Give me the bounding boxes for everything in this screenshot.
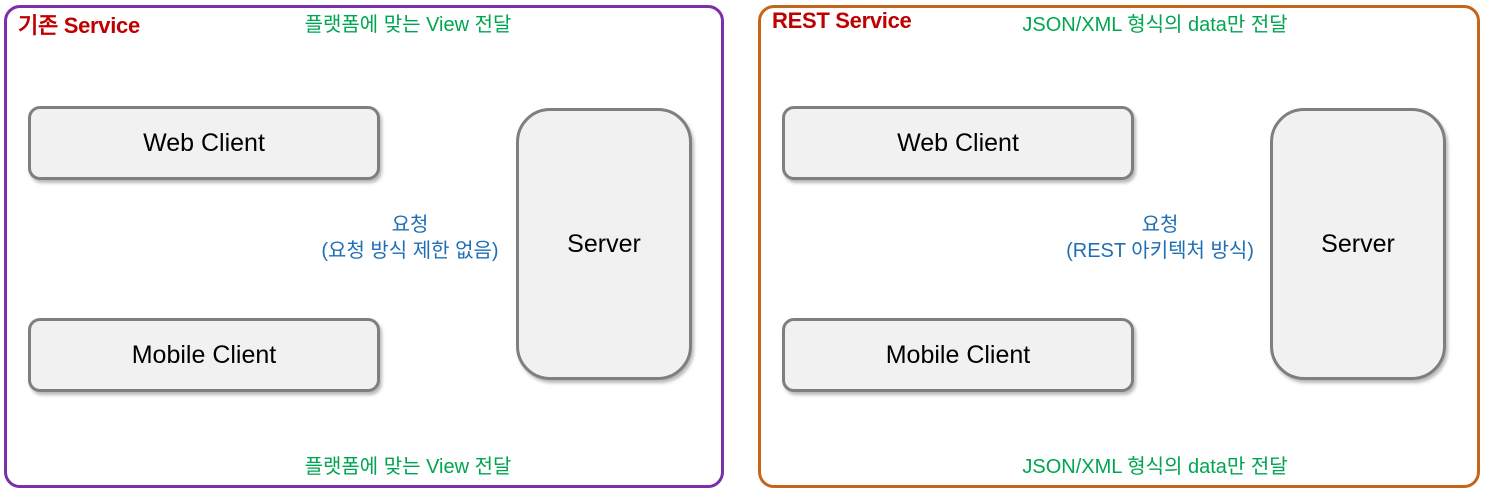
label-rest-response-top: JSON/XML 형식의 data만 전달 bbox=[1022, 14, 1288, 36]
label-rest-response-bottom: JSON/XML 형식의 data만 전달 bbox=[1022, 456, 1288, 478]
label-legacy-response-bottom: 플랫폼에 맞는 View 전달 bbox=[304, 456, 512, 478]
node-legacy-mobile-client[interactable]: Mobile Client bbox=[28, 318, 380, 392]
panel-legacy-title: 기존 Service bbox=[18, 13, 140, 38]
label-legacy-request-line2: (요청 방식 제한 없음) bbox=[321, 240, 499, 263]
label-rest-request-line2: (REST 아키텍처 방식) bbox=[1066, 240, 1254, 263]
node-rest-mobile-client[interactable]: Mobile Client bbox=[782, 318, 1134, 392]
label-legacy-request-line1: 요청 bbox=[391, 214, 429, 236]
label-rest-request: 요청 (REST 아키텍처 방식) bbox=[1032, 212, 1288, 265]
label-rest-request-line1: 요청 bbox=[1141, 214, 1179, 236]
panel-rest-title: REST Service bbox=[772, 8, 912, 33]
node-rest-server[interactable]: Server bbox=[1270, 108, 1446, 380]
node-rest-web-client[interactable]: Web Client bbox=[782, 106, 1134, 180]
label-legacy-request: 요청 (요청 방식 제한 없음) bbox=[285, 212, 535, 265]
node-legacy-server[interactable]: Server bbox=[516, 108, 692, 380]
node-legacy-web-client[interactable]: Web Client bbox=[28, 106, 380, 180]
label-legacy-response-top: 플랫폼에 맞는 View 전달 bbox=[304, 14, 512, 36]
